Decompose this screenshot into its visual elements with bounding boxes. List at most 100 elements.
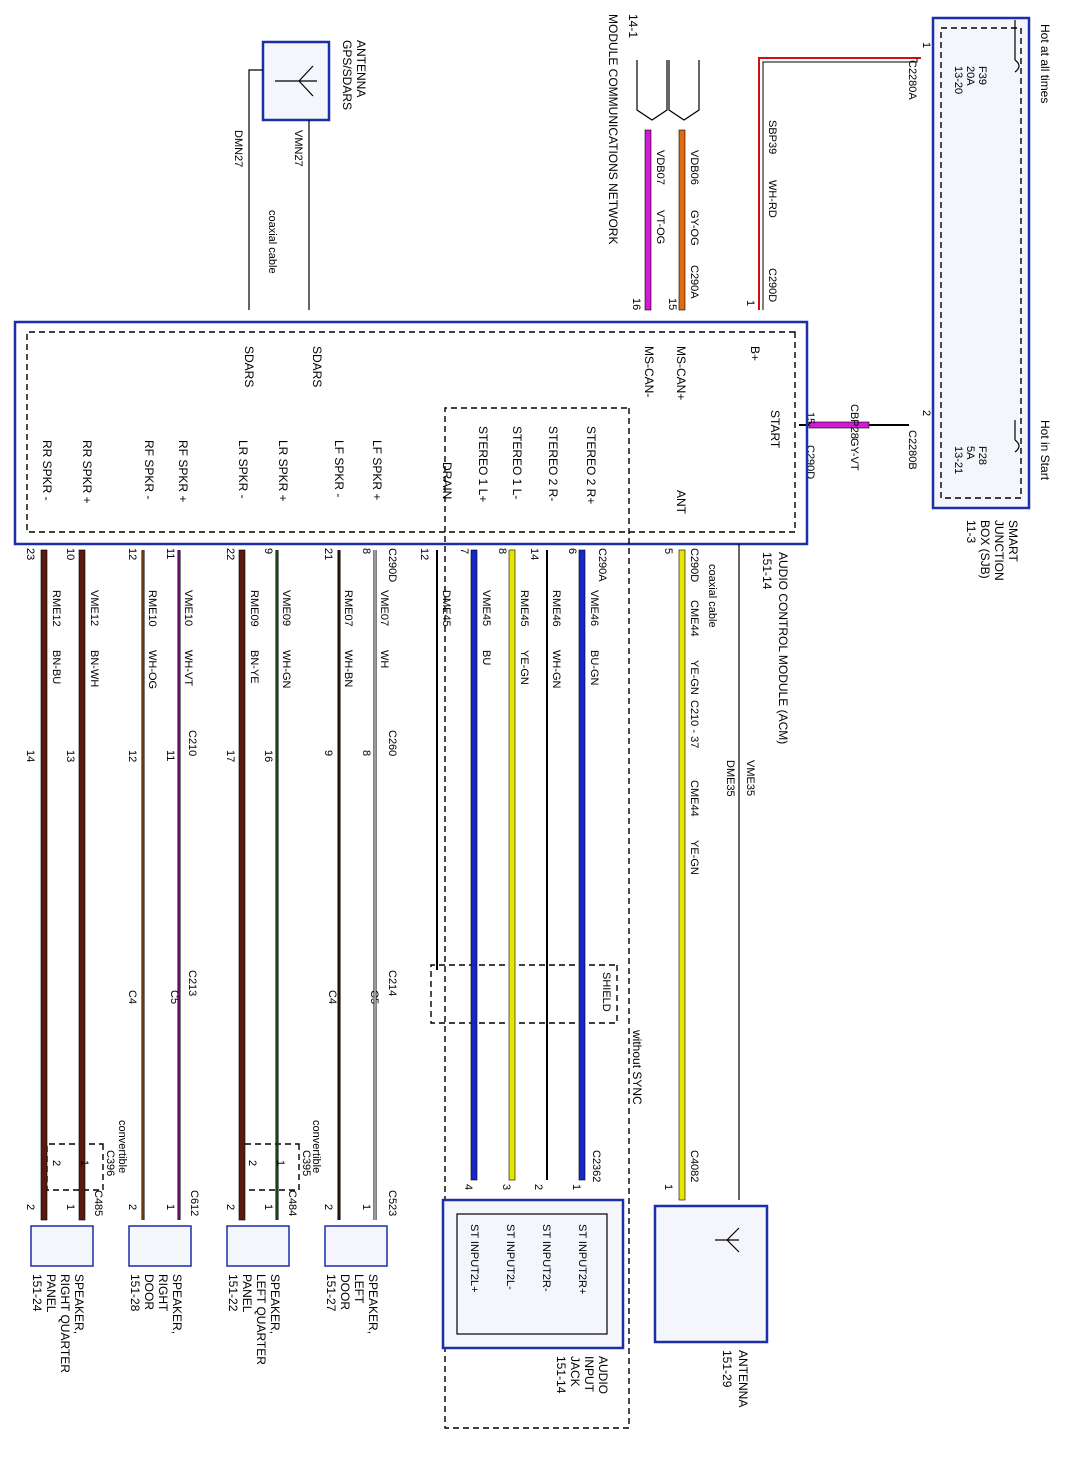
lr-end-pin-2: 2 bbox=[224, 1204, 236, 1210]
vdb07-circuit: VDB07 bbox=[654, 150, 666, 185]
rf-end-pin-1: 1 bbox=[164, 1204, 176, 1210]
lf-p-color: WH bbox=[378, 650, 390, 668]
wire-cbp28-color bbox=[808, 421, 870, 429]
lf-inline-p: 8 bbox=[360, 750, 372, 756]
ant-conn-1: C290D bbox=[688, 548, 700, 582]
shield-box bbox=[430, 964, 618, 1024]
rf-p-circuit: VME10 bbox=[182, 590, 194, 626]
lr-p-color: WH-GN bbox=[280, 650, 292, 689]
rf-name-3: DOOR bbox=[142, 1274, 156, 1310]
network-pin-16: 16 bbox=[630, 298, 642, 310]
wire-lr-n bbox=[238, 549, 246, 1221]
speaker-rr-icon bbox=[30, 1225, 94, 1267]
acm-lrn: LR SPKR - bbox=[236, 440, 250, 499]
c2362-conn: C2362 bbox=[590, 1150, 602, 1182]
lr-n-color: BN-YE bbox=[248, 650, 260, 684]
wire-vdb06 bbox=[678, 129, 686, 311]
gps-label-2: ANTENNA bbox=[354, 40, 368, 97]
acm-title-2: 151-14 bbox=[760, 552, 774, 590]
lf-n-pin: 21 bbox=[322, 548, 334, 560]
wire-cme44 bbox=[678, 549, 686, 1201]
sjb-box bbox=[931, 16, 1031, 510]
gps-cable: coaxial cable bbox=[266, 210, 278, 274]
spk-convertible-left: convertible bbox=[310, 1120, 322, 1173]
wire-vme45 bbox=[470, 549, 478, 1181]
rr-end-pin-2: 2 bbox=[24, 1204, 36, 1210]
wire-sbp39-red bbox=[758, 57, 921, 310]
jack-label-2: INPUT bbox=[582, 1356, 596, 1393]
lr-name-2: LEFT QUARTER bbox=[254, 1274, 268, 1365]
rr-inline-n: 14 bbox=[24, 750, 36, 762]
sjb-pin-2: 2 bbox=[920, 410, 932, 416]
lf-p-pin: 8 bbox=[360, 548, 372, 554]
hot-in-start-label: Hot in Start bbox=[1038, 420, 1052, 481]
rf-name-1: SPEAKER, bbox=[170, 1274, 184, 1334]
fuse-f28-name: F28 bbox=[976, 446, 988, 465]
sbp39-circuit: SBP39 bbox=[766, 120, 778, 154]
sync-conn: C290A bbox=[596, 548, 608, 582]
gps-label-1: GPS/SDARS bbox=[340, 40, 354, 110]
rr-conv-pin-1: 1 bbox=[78, 1160, 90, 1166]
acm-mscan-n: MS-CAN- bbox=[642, 346, 656, 397]
fuse-f28-icon bbox=[1014, 439, 1020, 453]
acm-rrp: RR SPKR + bbox=[80, 440, 94, 504]
lr-n-circuit: RME09 bbox=[248, 590, 260, 627]
without-sync: without SYNC bbox=[630, 1029, 644, 1105]
wire-rr-n bbox=[40, 549, 48, 1221]
jack-st2: ST INPUT2R- bbox=[540, 1224, 552, 1292]
sync-dashed-zone bbox=[444, 407, 630, 1429]
rf-name-4: 151-28 bbox=[128, 1274, 142, 1312]
lr-inline-p: 16 bbox=[262, 750, 274, 762]
acm-mscan-p: MS-CAN+ bbox=[674, 346, 688, 400]
rf-p-color: WH-VT bbox=[182, 650, 194, 686]
speaker-lr-icon bbox=[226, 1225, 290, 1267]
hot-all-times-label: Hot at all times bbox=[1038, 24, 1052, 103]
conv-box-right bbox=[46, 1143, 104, 1191]
rf-inline-n: 12 bbox=[126, 750, 138, 762]
wire-rme45 bbox=[508, 549, 516, 1181]
lr-name-3: PANEL bbox=[240, 1274, 254, 1313]
rf-n-color: WH-OG bbox=[146, 650, 158, 689]
sjb-inner-box bbox=[940, 27, 1022, 499]
jack-label-4: 151-14 bbox=[554, 1356, 568, 1394]
fuse-f39-name: F39 bbox=[976, 66, 988, 85]
jack-pin-1: 1 bbox=[570, 1184, 582, 1190]
lf-p-circuit: VME07 bbox=[378, 590, 390, 626]
gps-wire-a: VMN27 bbox=[292, 130, 304, 167]
wire-vme46 bbox=[578, 549, 586, 1181]
rr-conv-pin-2: 2 bbox=[50, 1160, 62, 1166]
rf-end-pin-2: 2 bbox=[126, 1204, 138, 1210]
acm-lfp: LF SPKR + bbox=[370, 440, 384, 500]
acm-inner-box bbox=[26, 331, 796, 533]
w1-color: BU-GN bbox=[588, 650, 600, 686]
rr-p-circuit: VME12 bbox=[88, 590, 100, 626]
ant-dme35: DME35 bbox=[724, 760, 736, 797]
w2-circuit: RME46 bbox=[550, 590, 562, 627]
acm-rrn: RR SPKR - bbox=[40, 440, 54, 501]
ant-coax: coaxial cable bbox=[706, 564, 718, 628]
ant-color-2: YE-GN bbox=[688, 840, 700, 875]
lf-n-color: WH-BN bbox=[342, 650, 354, 687]
rr-p-color: BN-WH bbox=[88, 650, 100, 687]
ant-vme35: VME35 bbox=[744, 760, 756, 796]
lr-name-1: SPEAKER, bbox=[268, 1274, 282, 1334]
jack-pin-3: 3 bbox=[500, 1184, 512, 1190]
w1-circuit: VME46 bbox=[588, 590, 600, 626]
rr-name-1: SPEAKER, bbox=[72, 1274, 86, 1334]
vdb06-color: GY-OG bbox=[688, 210, 700, 246]
speaker-rf-icon bbox=[128, 1225, 192, 1267]
w2-color: WH-GN bbox=[550, 650, 562, 689]
rf-name-2: RIGHT bbox=[156, 1274, 170, 1312]
gps-wire-b: DMN27 bbox=[232, 130, 244, 167]
sbp39-color: WH-RD bbox=[766, 180, 778, 218]
speaker-lf-icon bbox=[324, 1225, 388, 1267]
network-ref: 14-1 bbox=[626, 14, 640, 38]
acm-start: START bbox=[768, 410, 782, 449]
network-connector-a bbox=[668, 60, 700, 121]
acm-lrp: LR SPKR + bbox=[276, 440, 290, 502]
sjb-conn-c2280a: C2280A bbox=[906, 60, 918, 100]
jack-st1: ST INPUT2R+ bbox=[576, 1224, 588, 1294]
ant-end-pin: 1 bbox=[662, 1184, 674, 1190]
rr-n-color: BN-BU bbox=[50, 650, 62, 684]
